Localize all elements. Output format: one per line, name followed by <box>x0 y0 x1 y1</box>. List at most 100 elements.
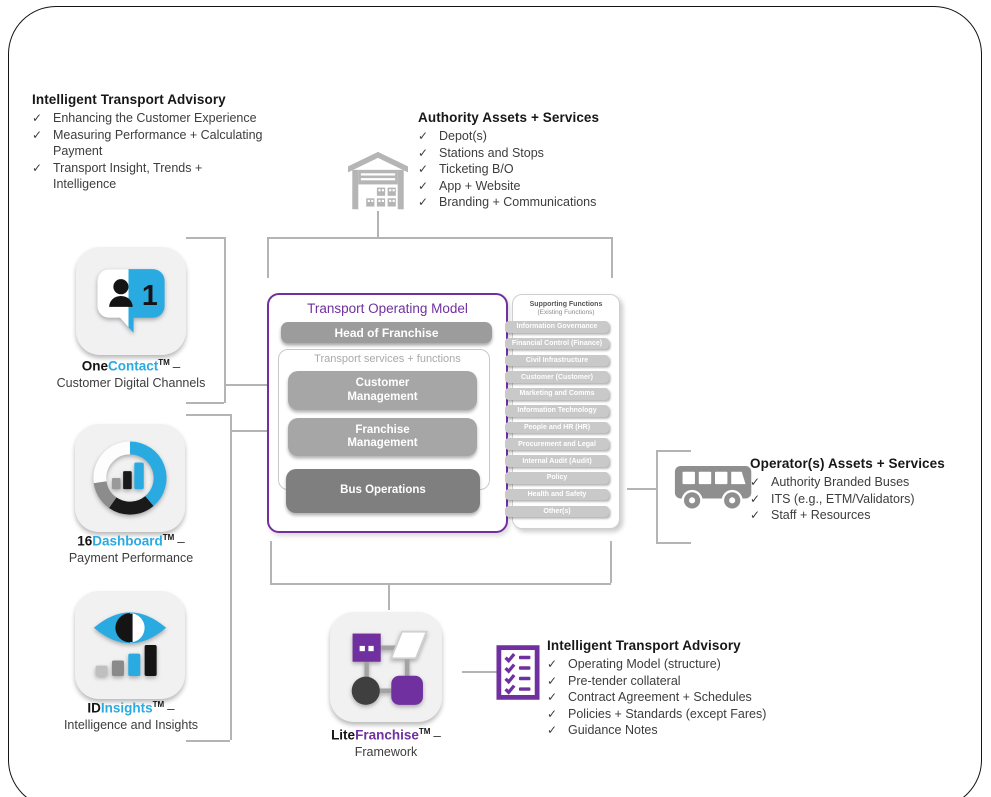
list-item: ✓ App + Website <box>418 178 668 195</box>
connector-line <box>230 430 267 432</box>
list-item-text: Stations and Stops <box>439 145 544 160</box>
head-of-franchise-bar: Head of Franchise <box>281 322 492 343</box>
operator-assets-block: Operator(s) Assets + Services ✓ Authorit… <box>750 456 985 524</box>
list-item: ✓ Policies + Standards (except Fares) <box>547 706 797 723</box>
onecontact-speech-bubble-icon: 1 <box>97 269 165 333</box>
connector-line <box>186 402 224 404</box>
checkmark-icon: ✓ <box>418 195 429 209</box>
product-subtitle: Payment Performance <box>68 550 194 565</box>
connector-line <box>230 414 232 740</box>
connector-line <box>656 450 691 452</box>
checkmark-icon: ✓ <box>547 657 558 671</box>
supporting-functions-subtitle: (Existing Functions) <box>537 309 595 316</box>
list-item-text: Transport Insight, Trends + Intelligence <box>53 160 203 192</box>
top-left-advisory-list: ✓ Enhancing the Customer Experience ✓ Me… <box>32 110 267 193</box>
product-name: IDInsightsTM– <box>87 700 175 716</box>
list-item: ✓ Enhancing the Customer Experience <box>32 110 267 127</box>
list-item-text: Contract Agreement + Schedules <box>568 690 752 704</box>
svg-text:1: 1 <box>142 280 158 312</box>
connector-line <box>377 211 379 238</box>
supporting-function-bar: Civil Infrastructure <box>505 354 609 367</box>
supporting-function-bar: Internal Audit (Audit) <box>505 455 609 467</box>
transport-services-title: Transport services + functions <box>314 353 461 365</box>
list-item-text: ITS (e.g., ETM/Validators) <box>771 491 915 506</box>
model-title: Transport Operating Model <box>307 301 468 316</box>
checkmark-icon: ✓ <box>418 162 429 176</box>
bottom-advisory-list: ✓ Operating Model (structure) ✓ Pre-tend… <box>547 656 797 739</box>
connector-line <box>270 541 272 583</box>
list-item: ✓ Pre-tender collateral <box>547 673 797 690</box>
product-subtitle: Intelligence and Insights <box>63 717 199 732</box>
connector-line <box>462 671 498 673</box>
list-item: ✓ Contract Agreement + Schedules <box>547 689 797 706</box>
block-title: Authority Assets + Services <box>418 110 600 125</box>
connector-line <box>186 237 224 239</box>
connector-line <box>388 583 390 610</box>
list-item-text: Measuring Performance + Calculating Paym… <box>53 127 263 159</box>
dashboard-tile <box>75 424 185 532</box>
top-left-advisory-block: Intelligent Transport Advisory ✓ Enhanci… <box>32 92 267 193</box>
supporting-functions-title: Supporting Functions <box>529 301 603 308</box>
bottom-advisory-block: Intelligent Transport Advisory ✓ Operati… <box>547 638 797 739</box>
supporting-function-bar: Marketing and Comms <box>505 388 609 400</box>
bus-operations-bar: Bus Operations <box>286 469 480 513</box>
supporting-function-bar: Financial Control (Finance) <box>505 337 609 350</box>
dashboard-donut-chart-icon <box>93 441 167 515</box>
supporting-function-bar: Information Technology <box>505 404 609 417</box>
product-subtitle: Framework <box>354 744 418 759</box>
checkmark-icon: ✓ <box>418 129 429 143</box>
list-item: ✓ Stations and Stops <box>418 145 668 162</box>
list-item: ✓ Depot(s) <box>418 128 668 145</box>
connector-line <box>627 488 656 490</box>
checkmark-icon: ✓ <box>547 706 558 721</box>
list-item: ✓ Branding + Communications <box>418 194 668 211</box>
connector-line <box>611 237 613 278</box>
list-item-text: Enhancing the Customer Experience <box>53 111 257 125</box>
dashboard-label: 16DashboardTM– Payment Performance <box>41 533 221 565</box>
depot-icon <box>348 148 408 214</box>
list-item: ✓ Staff + Resources <box>750 507 985 524</box>
checklist-icon <box>496 644 540 701</box>
checkmark-icon: ✓ <box>547 673 558 688</box>
supporting-function-bar: Policy <box>505 472 609 484</box>
connector-line <box>186 414 230 416</box>
list-item-text: Staff + Resources <box>771 508 871 522</box>
connector-line <box>610 541 612 583</box>
block-title: Intelligent Transport Advisory <box>32 92 226 107</box>
checkmark-icon: ✓ <box>750 491 761 506</box>
list-item: ✓ ITS (e.g., ETM/Validators) <box>750 491 985 508</box>
product-name: 16DashboardTM– <box>77 533 185 549</box>
bus-icon <box>673 458 757 516</box>
list-item: ✓ Measuring Performance + Calculating Pa… <box>32 127 267 160</box>
supporting-function-bar: Other(s) <box>505 505 609 518</box>
list-item-text: Branding + Communications <box>439 195 597 209</box>
onecontact-tile: 1 <box>76 247 186 355</box>
connector-line <box>656 450 658 543</box>
connector-line <box>224 237 226 403</box>
connector-line <box>186 740 230 742</box>
operator-list: ✓ Authority Branded Buses ✓ ITS (e.g., E… <box>750 474 985 524</box>
supporting-function-bar: Information Governance <box>505 321 609 333</box>
list-item: ✓ Guidance Notes <box>547 722 797 739</box>
checkmark-icon: ✓ <box>32 160 43 175</box>
litefranchise-flowchart-icon <box>351 630 428 705</box>
supporting-function-bar: People and HR (HR) <box>505 421 609 434</box>
checkmark-icon: ✓ <box>750 508 761 522</box>
list-item-text: App + Website <box>439 178 521 193</box>
checkmark-icon: ✓ <box>32 127 43 142</box>
slide-border <box>8 6 982 797</box>
product-name: OneContactTM– <box>81 358 181 374</box>
product-name: LiteFranchiseTM– <box>331 727 441 743</box>
litefranchise-label: LiteFranchiseTM– Framework <box>296 727 476 759</box>
checkmark-icon: ✓ <box>418 178 429 193</box>
list-item-text: Pre-tender collateral <box>568 673 681 688</box>
list-item-text: Policies + Standards (except Fares) <box>568 706 767 721</box>
supporting-function-bar: Customer (Customer) <box>505 371 609 383</box>
connector-line <box>270 583 611 585</box>
checkmark-icon: ✓ <box>547 723 558 737</box>
list-item-text: Guidance Notes <box>568 723 658 737</box>
connector-line <box>267 237 612 239</box>
customer-management-bar: Customer Management <box>288 371 477 410</box>
list-item: ✓ Transport Insight, Trends + Intelligen… <box>32 160 267 193</box>
